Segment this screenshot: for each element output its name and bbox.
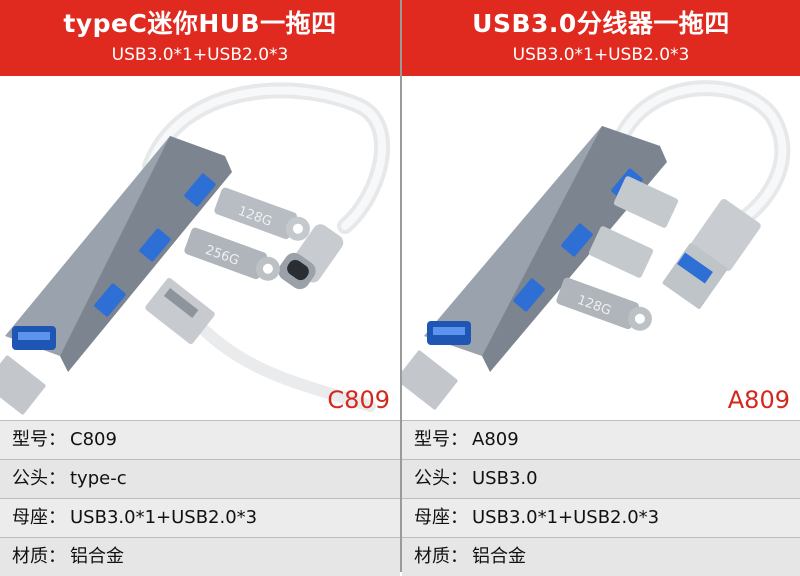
flash-drive-128g: 128G xyxy=(214,187,310,241)
spec-table: 型号：A809 公头：USB3.0 母座：USB3.0*1+USB2.0*3 材… xyxy=(402,420,800,576)
spec-row: 母座：USB3.0*1+USB2.0*3 xyxy=(402,498,800,537)
spec-value: 铝合金 xyxy=(70,546,124,567)
model-tag: A809 xyxy=(727,386,790,414)
spec-value: C809 xyxy=(70,429,117,450)
type-c-plug xyxy=(278,224,344,290)
spec-value: USB3.0*1+USB2.0*3 xyxy=(472,507,660,528)
spec-label: 材质： xyxy=(12,546,66,567)
hub-illustration: 128G xyxy=(402,80,791,410)
usb-a-plug-left xyxy=(0,355,46,415)
spec-value: USB3.0 xyxy=(472,468,538,489)
usb-a-plug xyxy=(588,176,679,278)
product-subtitle: USB3.0*1+USB2.0*3 xyxy=(512,45,690,65)
spec-label: 型号： xyxy=(12,429,66,450)
spec-row: 公头：type-c xyxy=(0,459,400,498)
product-photo: 128G 256G C809 xyxy=(0,76,400,420)
spec-label: 公头： xyxy=(12,468,66,489)
hub-body xyxy=(424,126,667,372)
spec-label: 母座： xyxy=(414,507,468,528)
spec-row: 材质：铝合金 xyxy=(402,537,800,576)
product-title: typeC迷你HUB一拖四 xyxy=(63,9,337,38)
spec-value: 铝合金 xyxy=(472,546,526,567)
flash-drive-256g: 256G xyxy=(184,227,280,281)
spec-row: 公头：USB3.0 xyxy=(402,459,800,498)
model-tag: C809 xyxy=(327,386,390,414)
column-divider xyxy=(400,0,402,572)
hub-body xyxy=(5,136,232,372)
spec-label: 母座： xyxy=(12,507,66,528)
hub-illustration: 128G 256G xyxy=(0,82,391,415)
product-panel-left: typeC迷你HUB一拖四 USB3.0*1+USB2.0*3 xyxy=(0,0,400,576)
spec-label: 材质： xyxy=(414,546,468,567)
spec-table: 型号：C809 公头：type-c 母座：USB3.0*1+USB2.0*3 材… xyxy=(0,420,400,576)
product-panel-right: USB3.0分线器一拖四 USB3.0*1+USB2.0*3 xyxy=(402,0,800,576)
spec-value: USB3.0*1+USB2.0*3 xyxy=(70,507,258,528)
usb-a-plug-left xyxy=(402,350,458,410)
usb-a-plug xyxy=(145,277,376,412)
spec-row: 材质：铝合金 xyxy=(0,537,400,576)
spec-label: 公头： xyxy=(414,468,468,489)
product-subtitle: USB3.0*1+USB2.0*3 xyxy=(111,45,289,65)
spec-value: type-c xyxy=(70,468,127,489)
product-photo: 128G A809 xyxy=(402,76,800,420)
spec-row: 型号：A809 xyxy=(402,420,800,459)
spec-label: 型号： xyxy=(414,429,468,450)
flash-drive-128g: 128G xyxy=(556,277,652,331)
spec-row: 型号：C809 xyxy=(0,420,400,459)
product-title: USB3.0分线器一拖四 xyxy=(472,9,730,38)
usb-a-male-plug xyxy=(662,199,761,309)
spec-value: A809 xyxy=(472,429,519,450)
header-banner: USB3.0分线器一拖四 USB3.0*1+USB2.0*3 xyxy=(402,0,800,76)
header-banner: typeC迷你HUB一拖四 USB3.0*1+USB2.0*3 xyxy=(0,0,400,76)
spec-row: 母座：USB3.0*1+USB2.0*3 xyxy=(0,498,400,537)
